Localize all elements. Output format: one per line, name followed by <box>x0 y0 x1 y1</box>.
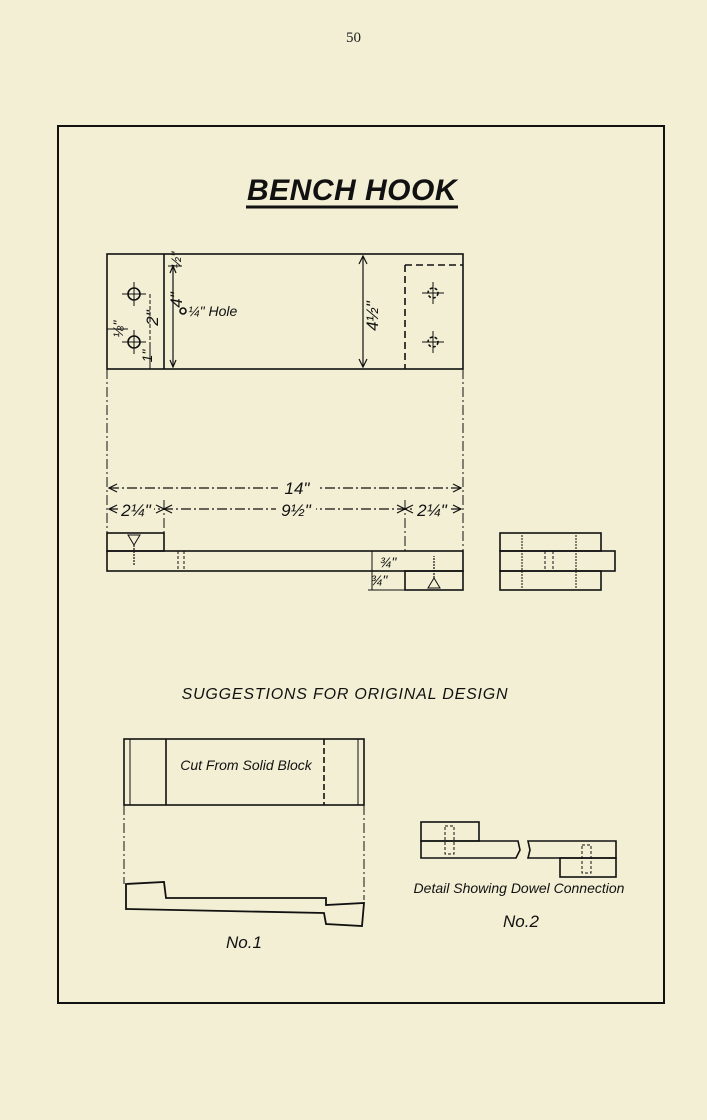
dim-cleat-height: 4" <box>167 291 186 307</box>
dim-thickness-upper: ¾" <box>380 554 398 570</box>
design-1-note: Cut From Solid Block <box>180 757 312 773</box>
plate-border <box>57 125 665 1004</box>
suggestions-heading: SUGGESTIONS FOR ORIGINAL DESIGN <box>182 686 509 703</box>
dim-top-offset: ½" <box>168 251 184 269</box>
design-2-label: No.2 <box>503 912 539 931</box>
design-1-projection <box>123 805 365 900</box>
dim-overall: 14" <box>285 479 311 498</box>
plate-title: BENCH HOOK <box>247 174 459 207</box>
hanging-hole <box>179 307 187 315</box>
design-1-label: No.1 <box>226 933 262 952</box>
design-1-plan <box>123 738 365 806</box>
hole-note: ¼" Hole <box>188 303 238 319</box>
board-side <box>106 550 464 572</box>
dim-end-right: 2¼" <box>416 501 448 520</box>
dim-hole-spacing: 2" <box>143 309 162 326</box>
cleat-top <box>106 532 165 552</box>
design-2-note: Detail Showing Dowel Connection <box>414 880 625 896</box>
dim-middle: 9½" <box>281 501 312 520</box>
dim-hole-inset: ⅛" <box>110 320 126 338</box>
page-number: 50 <box>346 30 361 46</box>
design-2-detail <box>420 821 617 878</box>
dim-width: 4½" <box>363 300 382 331</box>
dim-end-left: 2¼" <box>120 501 152 520</box>
plan-view <box>106 253 464 370</box>
projection-lines <box>106 369 464 551</box>
plan-outline <box>106 253 464 370</box>
end-view <box>499 532 616 591</box>
dim-hole-edge: 1" <box>139 349 155 363</box>
design-1-profile <box>125 881 365 927</box>
side-elevation <box>106 532 464 591</box>
dim-thickness-lower: ¾" <box>371 572 389 588</box>
